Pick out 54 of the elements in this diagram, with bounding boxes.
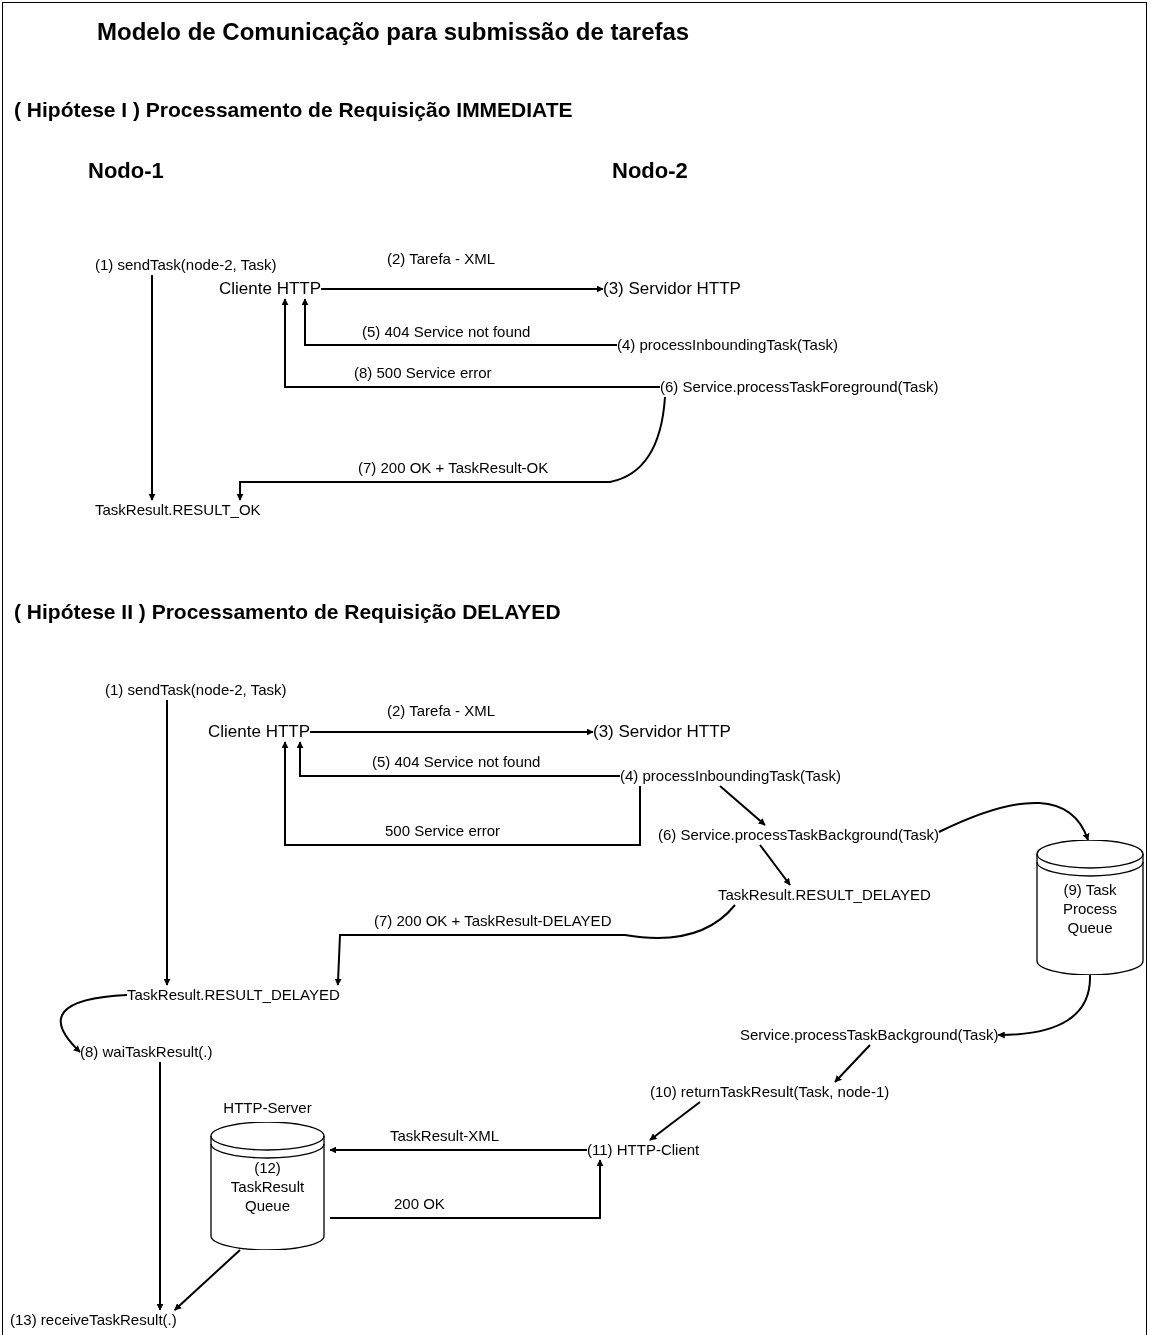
section-heading: ( Hipótese I ) Processamento de Requisição IMMEDIATE — [14, 98, 573, 122]
arrow — [329, 1146, 588, 1154]
arrow — [281, 298, 661, 388]
arrow — [997, 974, 1091, 1039]
queue-label: (9) Task Process Queue — [1061, 880, 1119, 937]
column-heading: Nodo-1 — [88, 158, 164, 184]
arrow — [173, 1249, 241, 1311]
section-heading: ( Hipótese II ) Processamento de Requisição DELAYED — [14, 600, 561, 624]
step-text: TaskResult.RESULT_DELAYED — [127, 985, 340, 1005]
edge-label: (2) Tarefa - XML — [385, 250, 498, 268]
arrow — [281, 741, 641, 846]
arrow — [649, 1101, 701, 1141]
arrow — [320, 285, 604, 293]
step-text: (10) returnTaskResult(Task, node-1) — [650, 1082, 890, 1102]
server-heading: HTTP-Server — [222, 1098, 313, 1118]
edge-label: (8) 500 Service error — [352, 364, 494, 382]
arrow — [236, 396, 666, 501]
arrow — [937, 802, 1089, 841]
step-text: (13) receiveTaskResult(.) — [10, 1310, 177, 1330]
step-text: Service.processTaskBackground(Task) — [740, 1025, 999, 1045]
edge-label: (7) 200 OK + TaskResult-OK — [356, 459, 551, 477]
step-text: Cliente HTTP — [208, 722, 311, 742]
arrow — [59, 994, 128, 1053]
step-text: (11) HTTP-Client — [587, 1140, 700, 1160]
arrow — [156, 1061, 164, 1311]
arrow — [148, 274, 156, 501]
arrow — [163, 699, 171, 986]
arrow — [334, 904, 736, 986]
edge-label: (7) 200 OK + TaskResult-DELAYED — [372, 912, 614, 930]
step-text: (3) Servidor HTTP — [603, 279, 741, 299]
arrow — [301, 298, 618, 346]
arrow — [759, 844, 791, 886]
edge-label: (5) 404 Service not found — [370, 753, 543, 771]
step-text: (4) processInboundingTask(Task) — [617, 335, 838, 355]
step-text: (1) sendTask(node-2, Task) — [105, 680, 287, 700]
arrow — [296, 741, 621, 777]
step-text: (6) Service.processTaskForeground(Task) — [660, 377, 939, 397]
step-text: Cliente HTTP — [219, 279, 322, 299]
edge-label: (2) Tarefa - XML — [385, 702, 498, 720]
column-heading: Nodo-2 — [612, 158, 688, 184]
step-text: (8) waiTaskResult(.) — [80, 1042, 213, 1062]
edge-label: (5) 404 Service not found — [360, 323, 533, 341]
step-text: (3) Servidor HTTP — [593, 722, 731, 742]
diagram-title: Modelo de Comunicação para submissão de tarefas — [97, 18, 690, 46]
step-text: (1) sendTask(node-2, Task) — [95, 255, 277, 275]
step-text: TaskResult.RESULT_DELAYED — [718, 885, 931, 905]
step-text: (6) Service.processTaskBackground(Task) — [658, 825, 939, 845]
queue-label: (12) TaskResult Queue — [229, 1158, 306, 1215]
step-text: (4) processInboundingTask(Task) — [620, 766, 841, 786]
arrow — [329, 1159, 604, 1219]
arrow — [719, 785, 766, 826]
step-text: TaskResult.RESULT_OK — [95, 500, 261, 520]
arrow — [309, 728, 594, 736]
arrow — [834, 1044, 871, 1083]
